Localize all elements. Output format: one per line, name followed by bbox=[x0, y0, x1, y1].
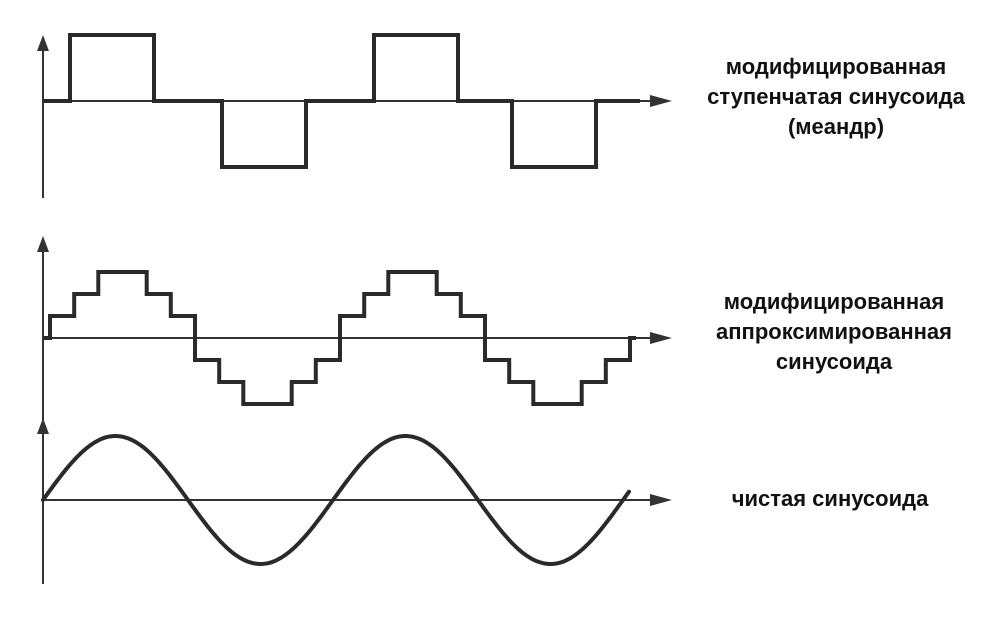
stepped-wave-label: модифицированная аппроксимированная сину… bbox=[684, 287, 984, 377]
y-axis-arrow bbox=[37, 35, 49, 51]
square-wave-label-line-1: модифицированная bbox=[725, 54, 947, 79]
square-wave-label-line-2: ступенчатая синусоида bbox=[707, 84, 965, 109]
x-axis-arrow bbox=[650, 332, 672, 344]
square-waveform bbox=[43, 33, 640, 169]
sine-waveform bbox=[41, 434, 631, 566]
sine-wave-label-line-1: чистая синусоида bbox=[731, 486, 929, 511]
sine-wave-label: чистая синусоида bbox=[680, 484, 980, 514]
stepped-wave-label-line-3: синусоида bbox=[775, 349, 893, 374]
sine-wave-panel bbox=[37, 418, 672, 584]
stepped-wave-panel bbox=[37, 236, 672, 420]
y-axis-arrow bbox=[37, 236, 49, 252]
square-wave-label: модифицированная ступенчатая синусоида (… bbox=[686, 52, 986, 142]
stepped-wave-label-line-2: аппроксимированная bbox=[716, 319, 952, 344]
square-wave-label-line-3: (меандр) bbox=[787, 114, 885, 139]
x-axis-arrow bbox=[650, 494, 672, 506]
y-axis-arrow bbox=[37, 418, 49, 434]
stepped-waveform bbox=[43, 270, 636, 406]
square-wave-panel bbox=[37, 33, 672, 198]
x-axis-arrow bbox=[650, 95, 672, 107]
stepped-wave-label-line-1: модифицированная bbox=[723, 289, 945, 314]
